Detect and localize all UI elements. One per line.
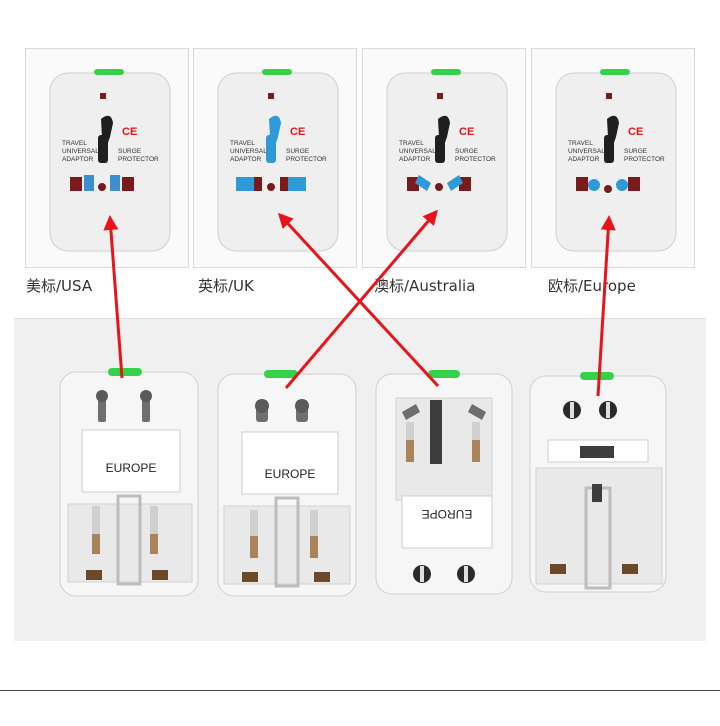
svg-text:PROTECTOR: PROTECTOR [286, 156, 327, 163]
svg-text:ADAPTOR: ADAPTOR [568, 156, 600, 163]
adapter-front-uk: TRAVEL UNIVERSAL ADAPTOR SURGE PROTECTOR… [194, 49, 356, 267]
svg-text:UNIVERSAL: UNIVERSAL [568, 148, 605, 155]
panel-uk: TRAVEL UNIVERSAL ADAPTOR SURGE PROTECTOR… [193, 48, 357, 268]
plug-label-uk: EUROPE [265, 467, 316, 481]
caption-usa: 美标/USA [26, 277, 93, 295]
plug-label-australia: EUROPE [422, 507, 473, 521]
plug-uk: EUROPE [214, 370, 360, 600]
plug-australia: EUROPE [372, 370, 516, 598]
svg-text:PROTECTOR: PROTECTOR [455, 156, 496, 163]
svg-text:PROTECTOR: PROTECTOR [624, 156, 665, 163]
caption-uk: 英标/UK [198, 277, 254, 295]
panel-europe: TRAVEL UNIVERSAL ADAPTOR SURGE PROTECTOR… [531, 48, 695, 268]
svg-text:ADAPTOR: ADAPTOR [230, 156, 262, 163]
svg-text:SURGE: SURGE [624, 148, 648, 155]
svg-text:CE: CE [628, 126, 643, 138]
panel-usa: TRAVEL UNIVERSAL ADAPTOR SURGE PROTECTOR… [25, 48, 189, 268]
panel-australia: TRAVEL UNIVERSAL ADAPTOR SURGE PROTECTOR… [362, 48, 526, 268]
svg-text:CE: CE [290, 126, 305, 138]
svg-text:PROTECTOR: PROTECTOR [118, 156, 159, 163]
svg-text:CE: CE [122, 126, 137, 138]
svg-text:SURGE: SURGE [455, 148, 479, 155]
svg-text:TRAVEL: TRAVEL [62, 140, 87, 147]
svg-text:UNIVERSAL: UNIVERSAL [62, 148, 99, 155]
svg-text:TRAVEL: TRAVEL [399, 140, 424, 147]
svg-text:CE: CE [459, 126, 474, 138]
svg-text:TRAVEL: TRAVEL [568, 140, 593, 147]
svg-text:SURGE: SURGE [118, 148, 142, 155]
adapter-front-europe: TRAVEL UNIVERSAL ADAPTOR SURGE PROTECTOR… [532, 49, 694, 267]
caption-australia: 澳标/Australia [374, 277, 476, 295]
svg-text:SURGE: SURGE [286, 148, 310, 155]
svg-text:TRAVEL: TRAVEL [230, 140, 255, 147]
plug-label-usa: EUROPE [106, 461, 157, 475]
plug-europe [526, 372, 670, 596]
svg-text:ADAPTOR: ADAPTOR [62, 156, 94, 163]
adapter-front-usa: TRAVEL UNIVERSAL ADAPTOR SURGE PROTECTOR… [26, 49, 188, 267]
caption-europe: 欧标/Europe [548, 277, 636, 295]
plug-usa: EUROPE [56, 368, 202, 600]
svg-text:UNIVERSAL: UNIVERSAL [230, 148, 267, 155]
svg-text:UNIVERSAL: UNIVERSAL [399, 148, 436, 155]
svg-text:ADAPTOR: ADAPTOR [399, 156, 431, 163]
adapter-front-australia: TRAVEL UNIVERSAL ADAPTOR SURGE PROTECTOR… [363, 49, 525, 267]
bottom-divider [0, 690, 720, 691]
